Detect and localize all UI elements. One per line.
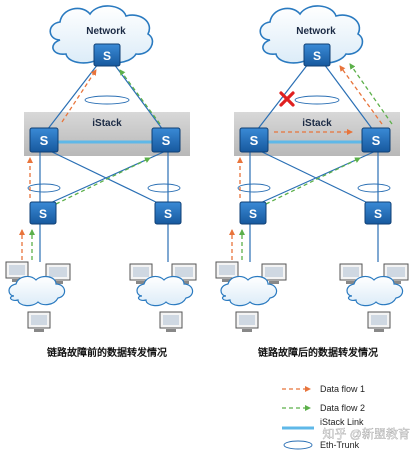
watermark: 知乎 @新盟教育: [322, 426, 410, 441]
eth-trunk-ellipse: [27, 183, 61, 193]
switch-icon: S: [29, 127, 59, 153]
data-flow-1-path: [229, 65, 383, 260]
eth-trunk-ellipse: [84, 95, 130, 105]
legend-item-data-flow-2: Data flow 2: [282, 403, 365, 413]
pc-icon: [383, 263, 409, 284]
pc-icon: [27, 311, 51, 332]
legend-item-data-flow-1: Data flow 1: [282, 384, 365, 394]
svg-text:S: S: [40, 133, 49, 148]
legend-item-eth-trunk: Eth-Trunk: [283, 440, 360, 450]
svg-text:S: S: [162, 133, 171, 148]
pc-icon: [215, 261, 239, 282]
data-flow-2-path: [239, 63, 393, 260]
svg-text:iStack Link: iStack Link: [320, 417, 364, 427]
switch-icon: S: [29, 201, 57, 225]
diagram-before-failure: Network iStack: [5, 5, 197, 359]
cloud-icon: [8, 275, 66, 307]
switch-icon: S: [239, 127, 269, 153]
switch-icon: S: [93, 43, 121, 67]
switch-icon: S: [151, 127, 181, 153]
pc-icon: [45, 263, 71, 284]
pc-icon: [367, 311, 391, 332]
switch-icon: S: [364, 201, 392, 225]
svg-text:S: S: [103, 49, 111, 63]
pc-icon: [261, 263, 287, 284]
pc-icon: [235, 311, 259, 332]
cloud-icon: [346, 275, 404, 307]
svg-text:S: S: [313, 49, 321, 63]
pc-icon: [339, 263, 363, 284]
network-label: Network: [296, 26, 336, 37]
svg-text:S: S: [164, 207, 172, 221]
svg-text:S: S: [249, 207, 257, 221]
data-flow-2-path: [29, 69, 161, 260]
cloud-icon: [49, 5, 154, 64]
switch-icon: S: [361, 127, 391, 153]
svg-text:S: S: [250, 133, 259, 148]
switch-icon: S: [239, 201, 267, 225]
physical-links: [249, 63, 379, 262]
cloud-icon: [136, 275, 194, 307]
svg-text:Eth-Trunk: Eth-Trunk: [320, 440, 360, 450]
eth-trunk-ellipse: [147, 183, 181, 193]
istack-label: iStack: [92, 118, 122, 129]
svg-text:S: S: [372, 133, 381, 148]
diagram-caption: 链路故障前的数据转发情况: [46, 346, 167, 359]
svg-text:S: S: [39, 207, 47, 221]
diagram-after-failure: Network iStack: [215, 5, 409, 359]
data-flow-1-path: [19, 69, 97, 260]
switch-icon: S: [303, 43, 331, 67]
physical-links: [39, 63, 169, 262]
network-label: Network: [86, 26, 126, 37]
legend: Data flow 1 Data flow 2 iStack Link Eth-…: [282, 384, 365, 450]
svg-text:Data flow 2: Data flow 2: [320, 403, 365, 413]
pc-icon: [129, 263, 153, 284]
istack-label: iStack: [302, 118, 332, 129]
legend-item-istack-link: iStack Link: [282, 417, 364, 430]
failure-x-icon: [279, 91, 295, 107]
switch-icon: S: [154, 201, 182, 225]
eth-trunk-ellipse: [294, 95, 340, 105]
cloud-icon: [220, 275, 278, 307]
eth-trunk-ellipse: [237, 183, 271, 193]
svg-text:Data flow 1: Data flow 1: [320, 384, 365, 394]
svg-text:S: S: [374, 207, 382, 221]
pc-icon: [159, 311, 183, 332]
diagram-caption: 链路故障后的数据转发情况: [257, 346, 378, 359]
eth-trunk-ellipse: [357, 183, 391, 193]
cloud-icon: [259, 5, 364, 64]
